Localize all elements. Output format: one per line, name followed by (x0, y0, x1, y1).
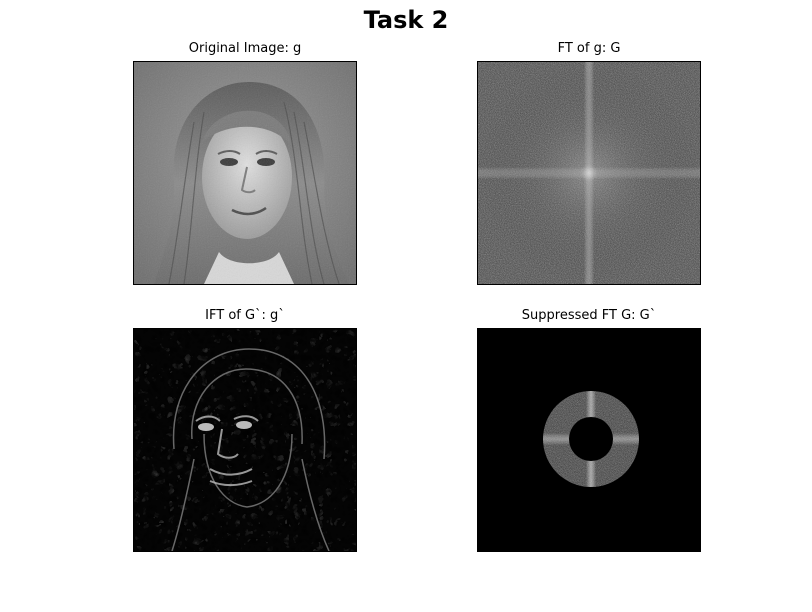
ft-image-frame (477, 61, 701, 285)
fourier-spectrum-image (478, 62, 700, 284)
panel-title-ft: FT of g: G (557, 41, 621, 56)
panel-title-ift: IFT of G`: g` (205, 308, 285, 323)
suppressed-ft-frame (477, 328, 701, 552)
panel-title-original: Original Image: g (188, 41, 302, 56)
panel-title-suppressed: Suppressed FT G: G` (521, 308, 657, 323)
figure-title: Task 2 (363, 6, 449, 34)
original-image-frame (133, 61, 357, 285)
face-photo-image (134, 62, 356, 284)
filtered-face-image (134, 329, 356, 551)
annular-spectrum-image (478, 329, 700, 551)
ift-image-frame (133, 328, 357, 552)
